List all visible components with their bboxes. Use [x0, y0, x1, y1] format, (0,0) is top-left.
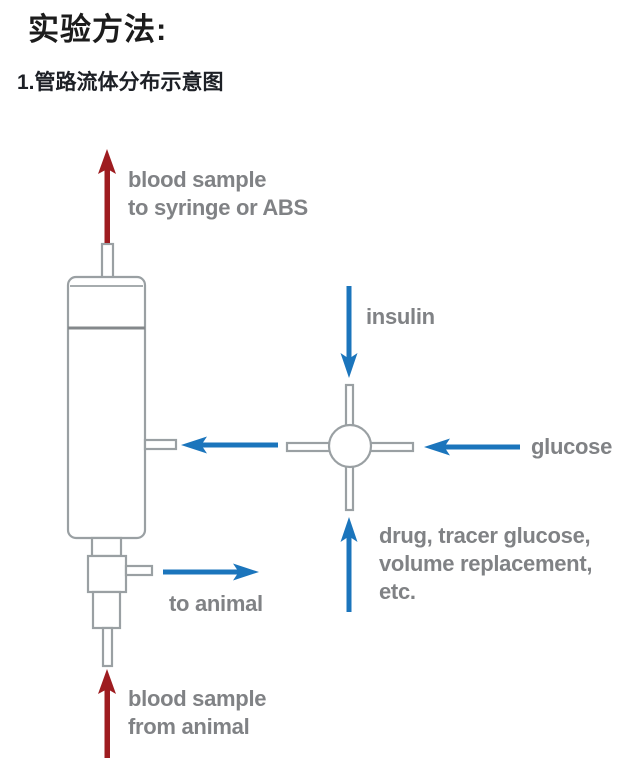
- page-title: 实验方法:: [28, 12, 168, 47]
- insulin-label-text: insulin: [366, 304, 435, 329]
- drug-label-line2: volume replacement,: [379, 551, 593, 576]
- junction-circle: [327, 423, 373, 469]
- junction-tube-right: [368, 441, 415, 453]
- section-heading: 1.管路流体分布示意图: [17, 71, 224, 94]
- blood-in-label-line1: blood sample: [128, 686, 267, 711]
- valve-side-port: [124, 564, 154, 577]
- column-top-tube: [100, 242, 115, 280]
- drug-label: drug, tracer glucose, volume replacement…: [379, 522, 592, 606]
- valve-block: [86, 554, 128, 594]
- junction-tube-down: [344, 462, 355, 512]
- junction-tube-left: [285, 441, 333, 453]
- drug-label-line3: etc.: [379, 579, 416, 604]
- blood-in-label-line2: from animal: [128, 714, 250, 739]
- column-side-port: [143, 438, 178, 451]
- valve-lower-block: [91, 590, 122, 630]
- to-animal-label: to animal: [169, 590, 263, 618]
- to-animal-label-text: to animal: [169, 591, 263, 616]
- drug-label-line1: drug, tracer glucose,: [379, 523, 591, 548]
- blood-out-label-line1: blood sample: [128, 167, 267, 192]
- valve-bottom-tube: [101, 626, 114, 668]
- glucose-label-text: glucose: [531, 434, 613, 459]
- insulin-arrow: [340, 286, 358, 378]
- blood-out-arrow: [98, 149, 116, 243]
- junction-tube-up: [344, 383, 355, 432]
- blood-in-arrow: [98, 669, 116, 758]
- junction-to-column-arrow: [181, 436, 278, 454]
- blood-out-label: blood sample to syringe or ABS: [128, 166, 308, 222]
- to-animal-arrow: [163, 563, 259, 581]
- glucose-label: glucose: [531, 433, 612, 461]
- glucose-arrow: [424, 438, 520, 456]
- drug-arrow: [340, 517, 358, 612]
- insulin-label: insulin: [366, 303, 435, 331]
- blood-in-label: blood sample from animal: [128, 685, 267, 741]
- blood-out-label-line2: to syringe or ABS: [128, 195, 308, 220]
- column-neck: [90, 536, 123, 558]
- column-body: [66, 275, 147, 540]
